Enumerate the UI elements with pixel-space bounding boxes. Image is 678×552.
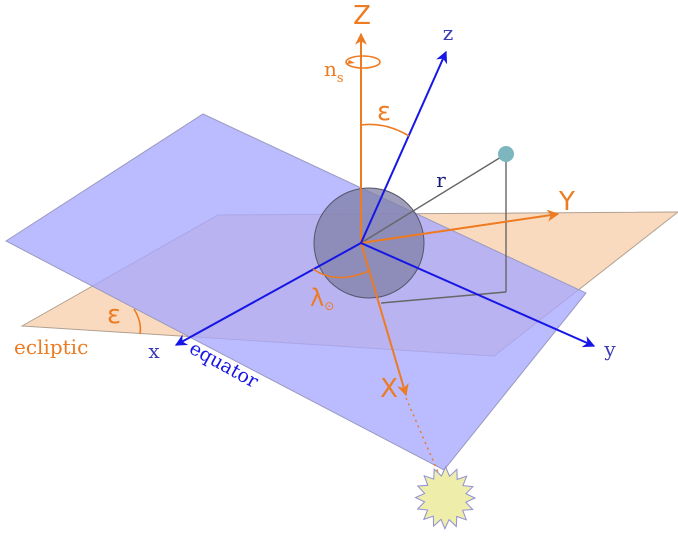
label-y: y	[603, 337, 616, 361]
lambda-arc	[312, 268, 370, 279]
label-z: z	[443, 21, 454, 45]
sun-direction-dotted	[405, 397, 439, 473]
Y-axis	[360, 209, 560, 244]
point-r	[498, 146, 514, 162]
r-vector-line	[360, 153, 507, 244]
label-X: X	[380, 374, 398, 404]
label-lambda: λ⊙	[310, 284, 334, 313]
equator-plane	[5, 113, 587, 471]
earth-sphere	[313, 187, 425, 299]
sun-icon	[414, 465, 477, 530]
label-x: x	[148, 339, 160, 363]
label-ns: ns	[324, 57, 344, 86]
X-axis	[360, 242, 409, 397]
epsilon-arc-left	[133, 308, 142, 335]
x-axis	[174, 242, 362, 346]
label-r: r	[436, 168, 446, 192]
label-Z: Z	[353, 1, 371, 31]
epsilon-arc-top	[360, 123, 410, 137]
ns-rotation-icon	[345, 55, 381, 69]
label-epsilon-left: ε	[107, 300, 121, 330]
ns-rotation-arrow	[347, 60, 355, 64]
label-epsilon-top: ε	[377, 97, 391, 127]
label-Y: Y	[558, 187, 575, 217]
r-projection-line	[380, 291, 507, 304]
label-ecliptic: ecliptic	[14, 335, 88, 359]
z-axis	[360, 50, 448, 244]
y-axis	[360, 242, 596, 348]
